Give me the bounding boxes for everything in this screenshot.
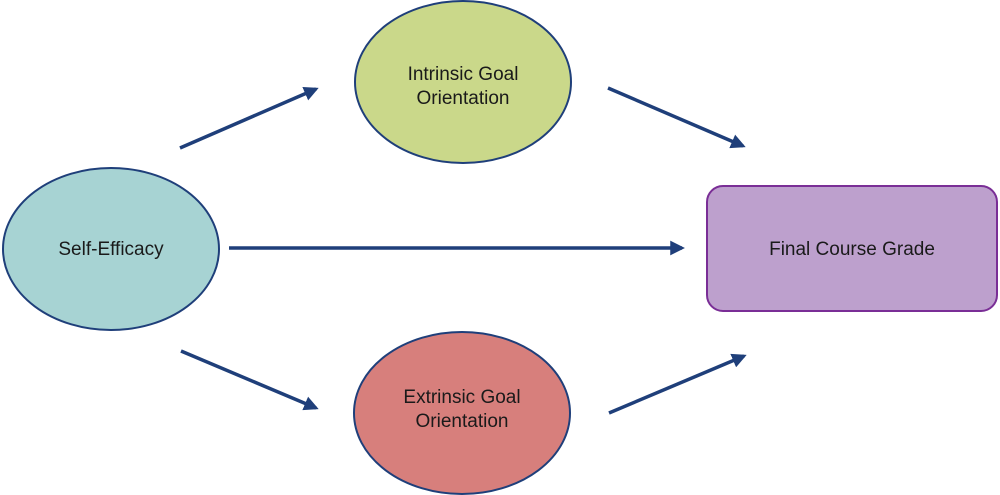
node-intrinsic-goal-orientation: Intrinsic Goal Orientation [354,0,572,164]
node-self-efficacy: Self-Efficacy [2,167,220,331]
final-grade-box [706,185,998,312]
arrow-self-efficacy-to-intrinsic [179,86,319,150]
extrinsic-label-line1: Extrinsic Goal [403,387,520,408]
intrinsic-label-line1: Intrinsic Goal [408,64,519,85]
arrow-extrinsic-to-final-grade [608,353,747,415]
intrinsic-label-line2: Orientation [417,88,510,109]
extrinsic-ellipse [353,331,571,495]
node-final-course-grade: Final Course Grade [706,185,998,312]
self-efficacy-label: Self-Efficacy [58,239,164,260]
node-extrinsic-goal-orientation: Extrinsic Goal Orientation [353,331,571,495]
final-grade-label: Final Course Grade [769,239,935,260]
self-efficacy-ellipse [2,167,220,331]
arrow-intrinsic-to-final-grade [607,86,746,149]
extrinsic-label-line2: Orientation [416,411,509,432]
intrinsic-ellipse [354,0,572,164]
arrow-self-efficacy-to-extrinsic [180,349,319,411]
